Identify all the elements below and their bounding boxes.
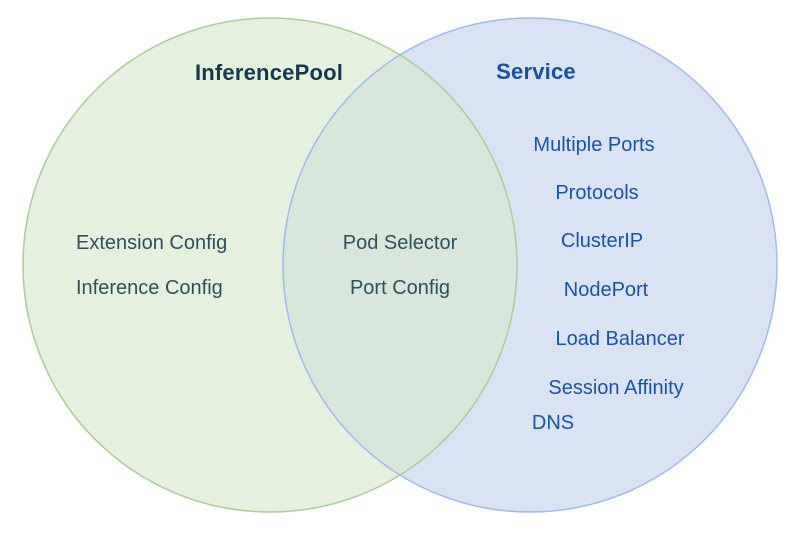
- service-title: Service: [496, 59, 576, 84]
- item-clusterip: ClusterIP: [560, 230, 644, 252]
- inferencepool-circle-outline: [22, 17, 518, 513]
- item-dns: DNS: [531, 412, 575, 434]
- inferencepool-circle-fill: [23, 18, 517, 512]
- item-extension-config: Extension Config: [76, 232, 228, 254]
- item-protocols: Protocols: [555, 182, 639, 204]
- item-nodeport: NodePort: [563, 279, 649, 301]
- item-pod-selector: Pod Selector: [342, 232, 458, 254]
- item-multiple-ports: Multiple Ports: [533, 134, 655, 156]
- service-circle-outline: [282, 17, 778, 513]
- inferencepool-title: InferencePool: [194, 60, 344, 85]
- item-load-balancer: Load Balancer: [555, 328, 685, 350]
- item-port-config: Port Config: [349, 277, 451, 299]
- item-session-affinity: Session Affinity: [548, 377, 684, 399]
- item-inference-config: Inference Config: [76, 277, 223, 299]
